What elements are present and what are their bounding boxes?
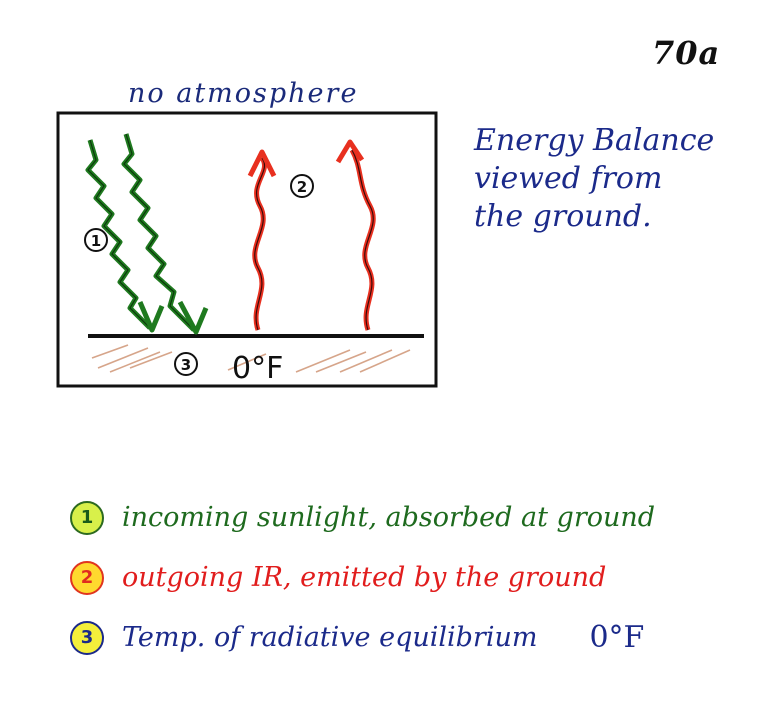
ground-hatching [91,344,411,373]
no-atmosphere-label: no atmosphere [128,78,359,109]
sunlight-arrow [85,139,165,333]
title-line: viewed from [474,161,663,196]
legend-badge: 3 [70,621,104,655]
legend-badge: 1 [70,501,104,535]
title-line: Energy Balance [474,123,715,158]
legend: 1 incoming sunlight, absorbed at ground … [70,488,655,668]
diagram-frame [56,111,438,388]
label-two: 2 [290,174,314,198]
diagram-title: Energy Balance viewed from the ground. [474,122,714,236]
page-number: 70a [652,34,721,72]
legend-item: 3 Temp. of radiative equilibrium 0°F [70,608,655,668]
sunlight-arrow [121,133,209,335]
legend-temperature-value: 0°F [589,620,645,655]
label-one: 1 [84,228,108,252]
legend-item: 1 incoming sunlight, absorbed at ground [70,488,655,548]
label-one-number: 1 [91,232,101,250]
title-line: the ground. [474,199,652,234]
legend-badge: 2 [70,561,104,595]
label-three: 3 [174,352,198,376]
legend-text: incoming sunlight, absorbed at ground [122,502,656,533]
legend-text: outgoing IR, emitted by the ground [122,562,607,593]
label-two-number: 2 [297,178,307,196]
infrared-arrow [335,139,376,331]
legend-text: Temp. of radiative equilibrium [122,622,538,653]
legend-item: 2 outgoing IR, emitted by the ground [70,548,655,608]
infrared-arrow [247,149,277,331]
label-three-number: 3 [181,356,191,374]
ground-temperature: 0°F [232,351,283,386]
